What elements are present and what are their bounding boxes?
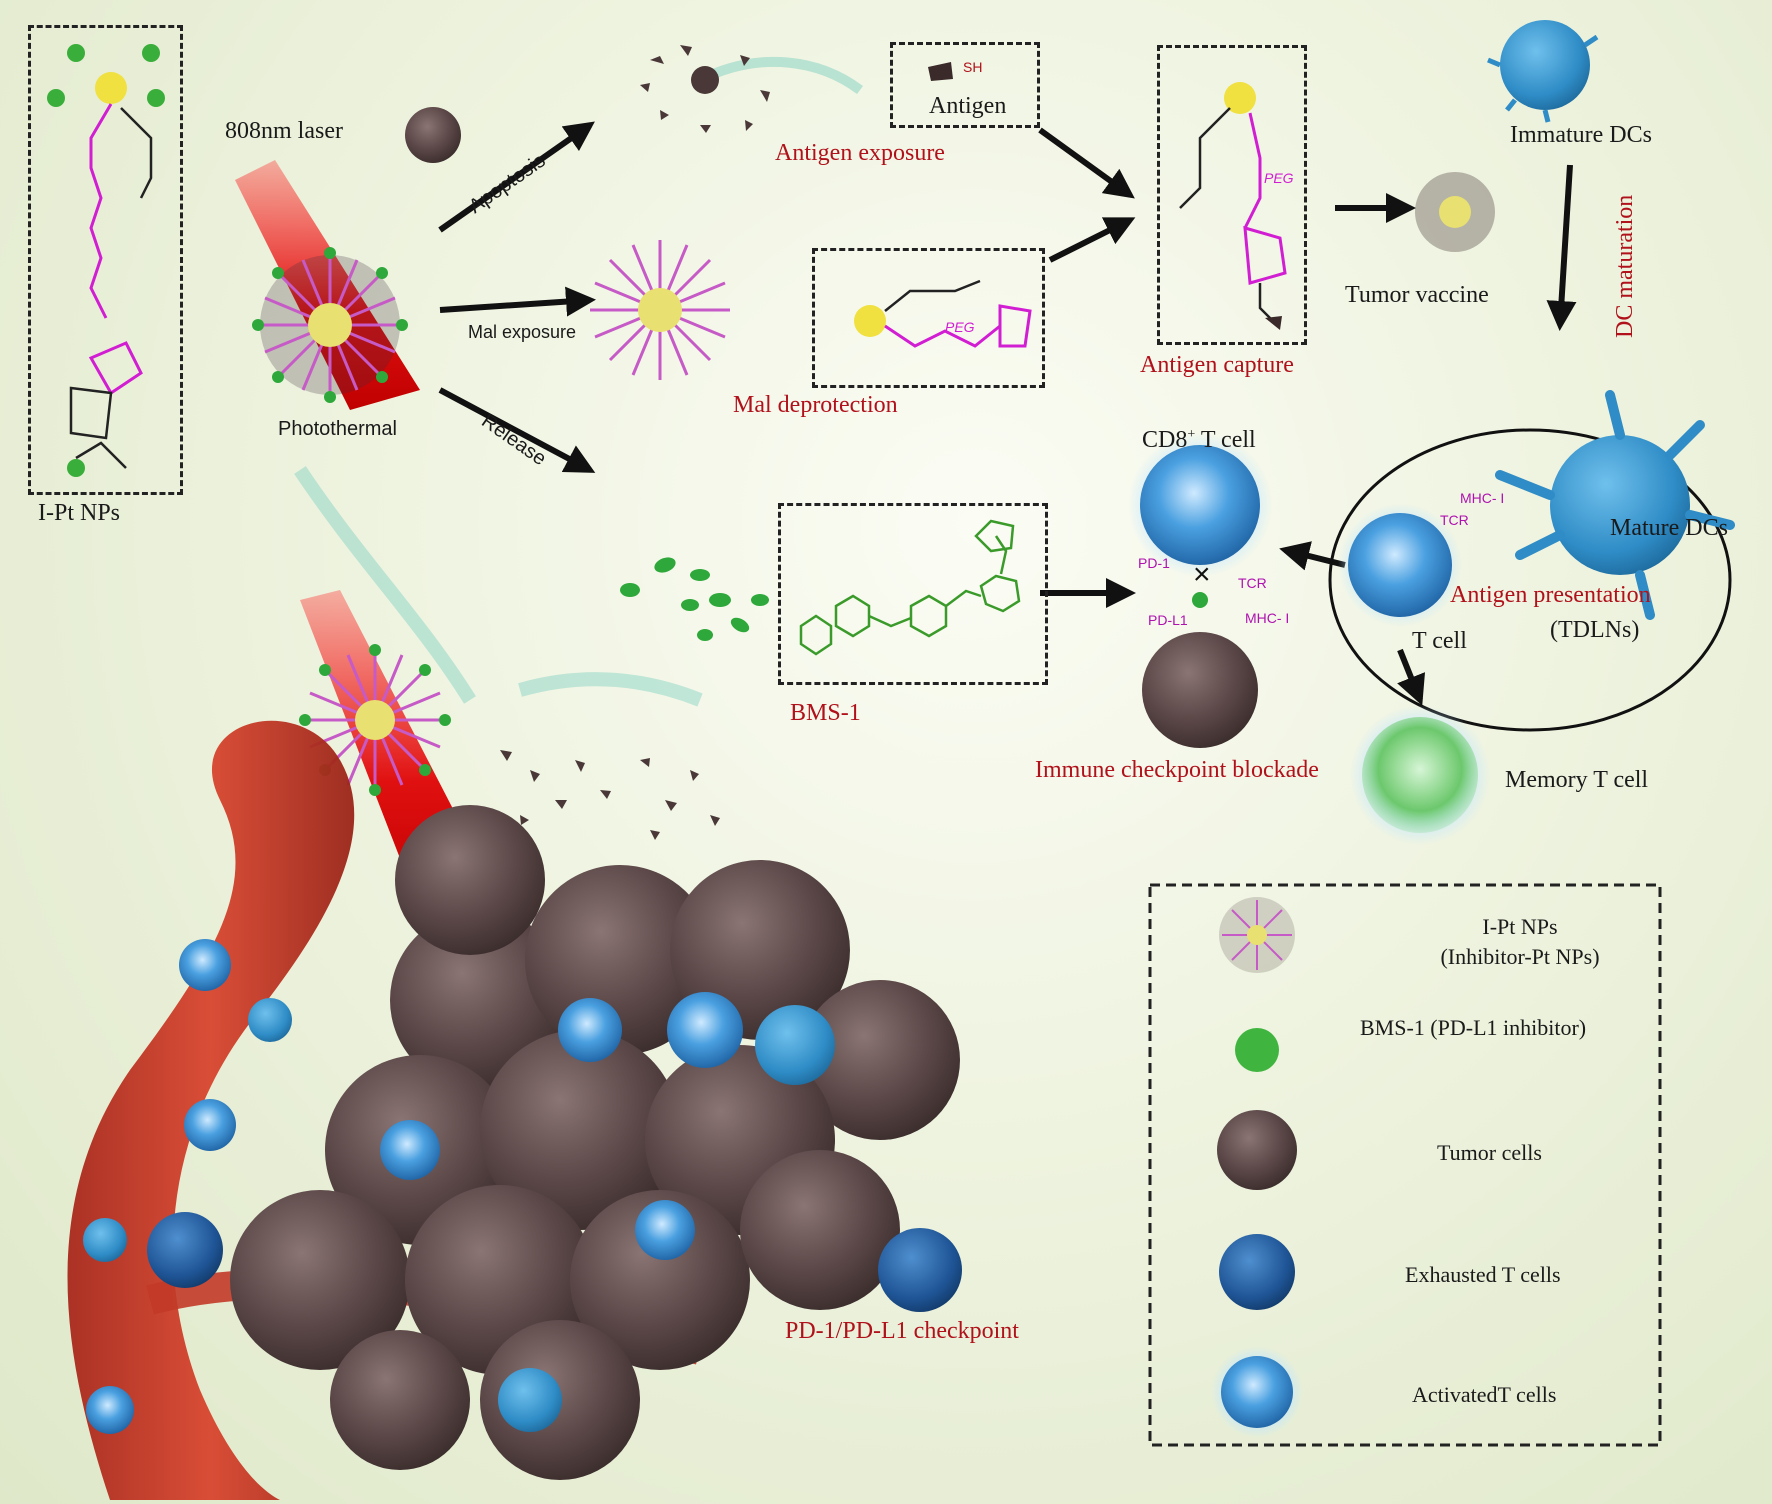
checkpoint-tumor-cell: [1142, 632, 1258, 748]
pdl1-label: PD-L1: [1148, 612, 1188, 628]
legend-ipt-nps: I-Pt NPs (Inhibitor-Pt NPs): [1400, 912, 1640, 972]
memory-t-cell-label: Memory T cell: [1505, 767, 1649, 793]
capture-peg-label: PEG: [1264, 170, 1294, 186]
mature-dc: [1495, 390, 1735, 620]
checkpoint-exhausted-t-cell: [878, 1228, 962, 1312]
mal-peg-label: PEG: [945, 319, 975, 335]
memory-t-cell: [1350, 705, 1490, 845]
legend-bms1-label: BMS-1 (PD-L1 inhibitor): [1360, 1015, 1587, 1040]
mal-structure-box: PEG: [812, 248, 1045, 388]
antigen-box: SH Antigen: [890, 42, 1040, 128]
legend-box: [1148, 883, 1662, 1447]
photothermal-label: Photothermal: [278, 418, 397, 440]
mhc1-label-tdln: MHC- I: [1460, 490, 1505, 506]
laser-beam-top: [235, 160, 420, 410]
mal-particle: [588, 238, 732, 382]
antigen-capture-label: Antigen capture: [1140, 352, 1294, 378]
immature-dcs-label: Immature DCs: [1510, 122, 1652, 148]
sh-label: SH: [963, 59, 983, 75]
dc-maturation-label: DC maturation: [1612, 194, 1638, 338]
tcr-label-cd8: TCR: [1238, 575, 1267, 591]
mal-structure: [854, 279, 1032, 348]
mal-deprotection-label: Mal deprotection: [733, 392, 898, 418]
t-cell-label: T cell: [1412, 628, 1467, 654]
antigen-presentation-label: Antigen presentation: [1450, 582, 1651, 608]
tumor-mass: [230, 805, 960, 1480]
blood-vessel: [67, 720, 355, 1500]
legend-exhausted-t-label: Exhausted T cells: [1405, 1262, 1561, 1287]
chemical-structure: [47, 44, 165, 477]
legend-icons: [1211, 897, 1303, 1438]
laser-label: 808nm laser: [225, 118, 343, 144]
svg-text:×: ×: [1193, 558, 1211, 591]
swoosh-decoration: [294, 466, 476, 704]
antigen-label: Antigen: [929, 93, 1007, 119]
tumor-vaccine-label: Tumor vaccine: [1345, 282, 1489, 308]
legend-activated-t-label: ActivatedT cells: [1412, 1382, 1557, 1407]
i-pt-nps-label: I-Pt NPs: [38, 500, 121, 526]
cd8-t-cell: [1128, 433, 1272, 577]
bms1-label: BMS-1: [790, 700, 861, 726]
bms1-structure: [799, 519, 1021, 656]
legend-tumor-cells-label: Tumor cells: [1437, 1140, 1542, 1165]
tcr-label-tdln: TCR: [1440, 512, 1469, 528]
legend-ipt-nps-sub: (Inhibitor-Pt NPs): [1440, 944, 1600, 969]
antigen-capture-box: PEG: [1157, 45, 1307, 345]
mal-exposure-label: Mal exposure: [468, 322, 577, 342]
antigen-fragment-icon: [928, 62, 953, 81]
bms1-structure-box: [778, 503, 1048, 685]
capture-structure: [1179, 82, 1287, 330]
nanoparticle-bottom: [299, 644, 451, 796]
cd8-t-cell-label: CD8+ T cell: [1142, 427, 1256, 453]
tumor-immune-cells: [83, 939, 835, 1434]
bms1-pellets: [620, 557, 769, 641]
process-arrows: [438, 121, 1577, 706]
legend-ipt-nps-label: I-Pt NPs: [1482, 914, 1558, 939]
immune-checkpoint-label: Immune checkpoint blockade: [1035, 757, 1319, 783]
tdln-ellipse: [1328, 428, 1732, 732]
pd1-label: PD-1: [1138, 555, 1170, 571]
tdlns-label: (TDLNs): [1550, 617, 1640, 643]
mhc1-label-tumor: MHC- I: [1245, 610, 1290, 626]
pd1-pdl1-checkpoint-label: PD-1/PD-L1 checkpoint: [785, 1318, 1019, 1344]
apoptotic-fragments-bottom: [500, 750, 720, 840]
apoptotic-fragments-top: [640, 45, 770, 133]
immature-dc: [1487, 20, 1599, 123]
small-tumor-cell: [405, 107, 461, 163]
tumor-vaccine-particle: [1415, 172, 1495, 252]
antigen-exposure-label: Antigen exposure: [775, 140, 945, 166]
t-cell-ellipse: [1338, 503, 1462, 627]
i-pt-np-structure-box: [28, 25, 183, 495]
mature-dcs-label: Mature DCs: [1610, 515, 1728, 541]
nanoparticle-top: [252, 247, 408, 403]
